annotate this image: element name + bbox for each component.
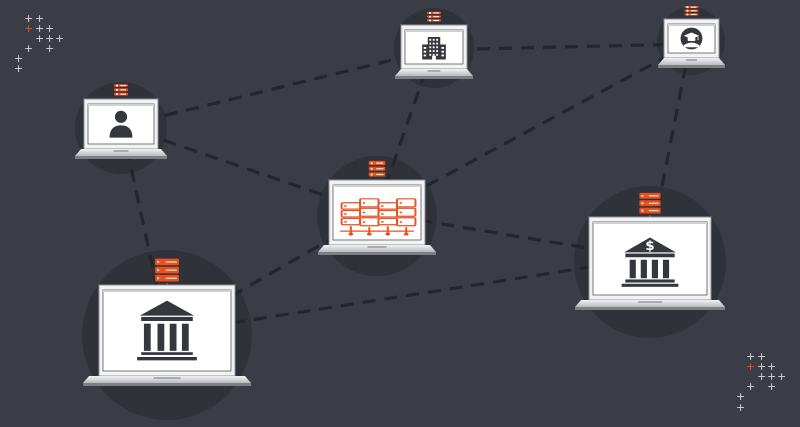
svg-text:+: + — [45, 22, 54, 35]
connector-person-office-building — [121, 48, 434, 128]
laptop-base — [395, 69, 473, 76]
svg-text:+: + — [767, 360, 776, 373]
svg-text:+: + — [35, 32, 44, 45]
svg-text:+: + — [746, 360, 755, 373]
person-icon — [109, 110, 133, 138]
svg-text:+: + — [55, 32, 64, 45]
dollar-bank-icon: $ — [621, 237, 679, 287]
svg-text:+: + — [45, 42, 54, 55]
svg-text:+: + — [757, 350, 766, 363]
svg-text:+: + — [767, 380, 776, 393]
graduation-laptop — [658, 6, 725, 68]
server-badge-icon — [114, 84, 128, 96]
svg-text:+: + — [24, 12, 33, 25]
server-cluster-laptop — [318, 160, 436, 255]
connector-central-bank-dollar-bank — [166, 256, 649, 335]
svg-text:$: $ — [645, 238, 654, 254]
laptop-screen — [332, 184, 422, 241]
central-bank-laptop — [83, 258, 251, 386]
svg-text:+: + — [746, 380, 755, 393]
svg-text:+: + — [14, 62, 23, 75]
laptop-base — [318, 245, 436, 252]
laptop-base — [83, 376, 251, 383]
office-building-icon — [422, 37, 446, 60]
svg-text:+: + — [24, 42, 33, 55]
decorative-plus-cluster-top-left: ++ +++ +++ ++ + + — [14, 12, 64, 75]
graduation-cap-icon — [680, 27, 703, 50]
svg-text:+: + — [14, 52, 23, 65]
server-stack-badge-icon — [155, 258, 179, 288]
laptop-base — [75, 149, 167, 156]
svg-text:+: + — [736, 401, 745, 414]
laptop-nodes: $ — [75, 6, 725, 386]
laptop-base — [575, 300, 725, 307]
connector-graduation-server-cluster — [375, 42, 691, 215]
svg-text:+: + — [767, 370, 776, 383]
svg-text:+: + — [35, 12, 44, 25]
person-laptop — [75, 84, 167, 159]
laptop-screen — [592, 221, 708, 296]
laptop-base — [658, 58, 725, 65]
svg-text:+: + — [757, 360, 766, 373]
server-badge-icon — [427, 11, 441, 22]
server-badge-icon — [684, 6, 699, 16]
server-cluster-icon — [340, 198, 417, 236]
svg-text:+: + — [777, 370, 786, 383]
svg-text:+: + — [45, 32, 54, 45]
decorative-plus-cluster-bottom-right: ++ +++ +++ ++ + + — [736, 350, 786, 414]
dollar-bank-laptop: $ — [575, 192, 725, 310]
svg-text:+: + — [736, 390, 745, 403]
bank-building-icon — [137, 300, 197, 361]
svg-text:+: + — [757, 370, 766, 383]
office-building-laptop — [395, 11, 473, 79]
svg-text:+: + — [35, 22, 44, 35]
server-badge-icon — [368, 160, 386, 177]
laptop-screen — [87, 103, 155, 145]
svg-text:+: + — [24, 22, 33, 35]
svg-text:+: + — [746, 350, 755, 363]
server-stack-badge-icon — [639, 192, 661, 220]
